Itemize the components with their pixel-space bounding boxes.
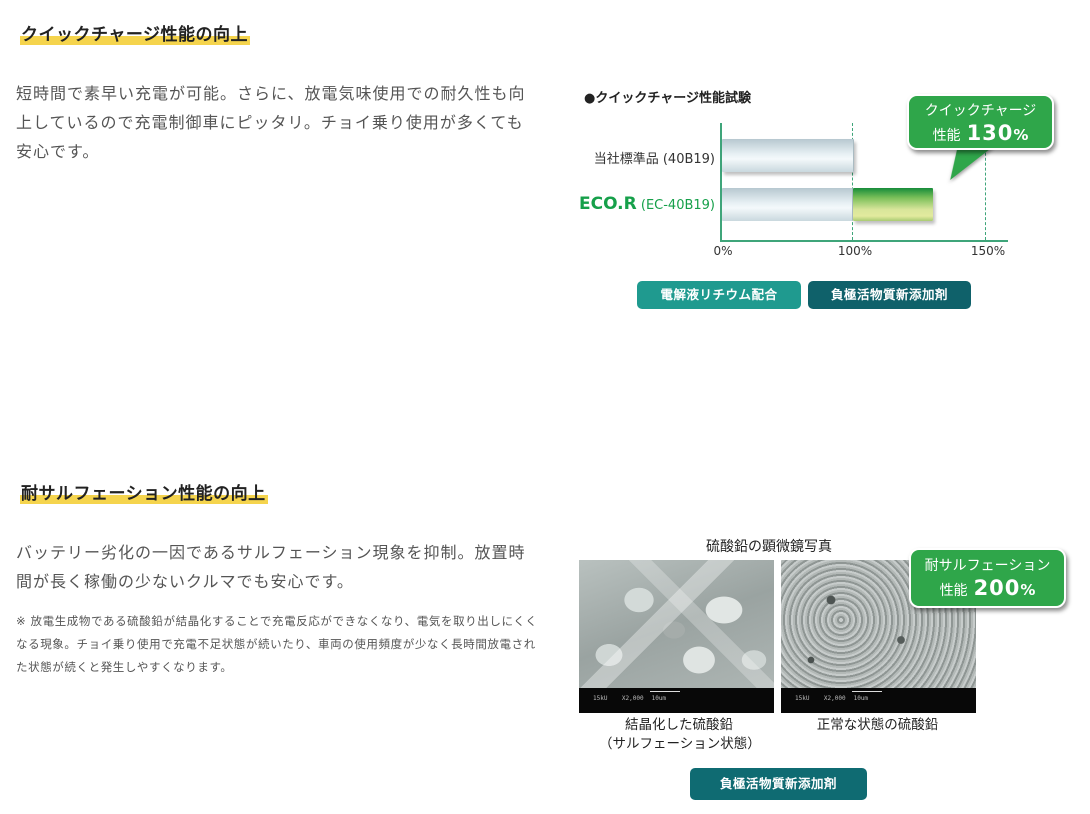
chart-y-axis: [720, 123, 722, 241]
callout-unit: %: [1013, 126, 1029, 144]
scale-magnification: X2,000: [621, 695, 644, 702]
row-label-standard: 当社標準品 (40B19): [593, 152, 715, 167]
caption-line1: 結晶化した硫酸鉛: [625, 717, 733, 733]
callout-unit: %: [1020, 581, 1036, 599]
tick-0: 0%: [713, 244, 733, 258]
quick-charge-description: 短時間で素早い充電が可能。さらに、放電気味使用での耐久性も向上しているので充電制…: [16, 84, 526, 161]
grid-line-100: [852, 123, 853, 240]
micrograph-title: 硫酸鉛の顕微鏡写真: [706, 539, 832, 555]
bar-ecor-base: [722, 188, 853, 221]
scale-voltage: 15kU: [795, 695, 810, 702]
ecor-brand: ECO.R: [579, 194, 637, 214]
callout-line2: 性能 200%: [911, 577, 1064, 602]
tick-150: 150%: [970, 244, 1006, 258]
tick-100: 100%: [837, 244, 873, 258]
row-label-ecor: ECO.R (EC-40B19): [579, 194, 715, 214]
callout-value: 200: [973, 576, 1021, 600]
quick-charge-callout: クイックチャージ 性能 130%: [907, 94, 1054, 150]
anti-sulfation-description: バッテリー劣化の一因であるサルフェーション現象を抑制。放置時間が長く稼働の少ない…: [16, 543, 526, 591]
caption-normal: 正常な状態の硫酸鉛: [800, 716, 955, 735]
tag-lithium-electrolyte[interactable]: 電解液リチウム配合: [637, 281, 801, 309]
anti-sulfation-heading: 耐サルフェーション性能の向上: [20, 484, 268, 504]
caption-line2: （サルフェーション状態）: [599, 736, 761, 752]
tag-negative-electrode-additive-2[interactable]: 負極活物質新添加剤: [690, 768, 867, 800]
chart-x-axis: [720, 240, 1008, 242]
crystallized-lead-sulfate-image: [579, 560, 774, 688]
micrograph-crystallized: 15kU X2,000 10um: [579, 560, 774, 713]
tag-negative-electrode-additive[interactable]: 負極活物質新添加剤: [808, 281, 971, 309]
scale-voltage: 15kU: [593, 695, 608, 702]
scale-bar: 15kU X2,000 10um: [781, 688, 976, 713]
scale-length: 10um: [649, 691, 681, 702]
sulfation-footnote: ※ 放電生成物である硫酸鉛が結晶化することで充電反応ができなくなり、電気を取り出…: [16, 614, 538, 674]
bar-standard: [722, 139, 854, 172]
callout-line2: 性能 130%: [909, 122, 1052, 147]
callout-line1: クイックチャージ: [924, 103, 1037, 119]
scale-length: 10um: [851, 691, 883, 702]
caption-crystallized: 結晶化した硫酸鉛 （サルフェーション状態）: [599, 716, 761, 754]
quick-charge-heading: クイックチャージ性能の向上: [20, 25, 250, 45]
anti-sulfation-callout: 耐サルフェーション 性能 200%: [909, 548, 1066, 608]
caption-line1: 正常な状態の硫酸鉛: [816, 717, 939, 733]
bar-ecor-extension: [853, 188, 933, 221]
ecor-model: (EC-40B19): [636, 198, 715, 213]
grid-line-150: [985, 123, 986, 240]
quick-charge-section: クイックチャージ性能の向上 短時間で素早い充電が可能。さらに、放電気味使用での耐…: [0, 0, 1090, 330]
callout-line1: 耐サルフェーション: [924, 558, 1051, 574]
callout-prefix: 性能: [932, 128, 961, 144]
quick-charge-chart: ●クイックチャージ性能試験 当社標準品 (40B19) ECO.R (EC-40…: [0, 0, 1090, 320]
scale-bar: 15kU X2,000 10um: [579, 688, 774, 713]
callout-value: 130: [966, 121, 1014, 145]
scale-magnification: X2,000: [823, 695, 846, 702]
callout-prefix: 性能: [939, 583, 968, 599]
chart-title: ●クイックチャージ性能試験: [584, 91, 751, 106]
